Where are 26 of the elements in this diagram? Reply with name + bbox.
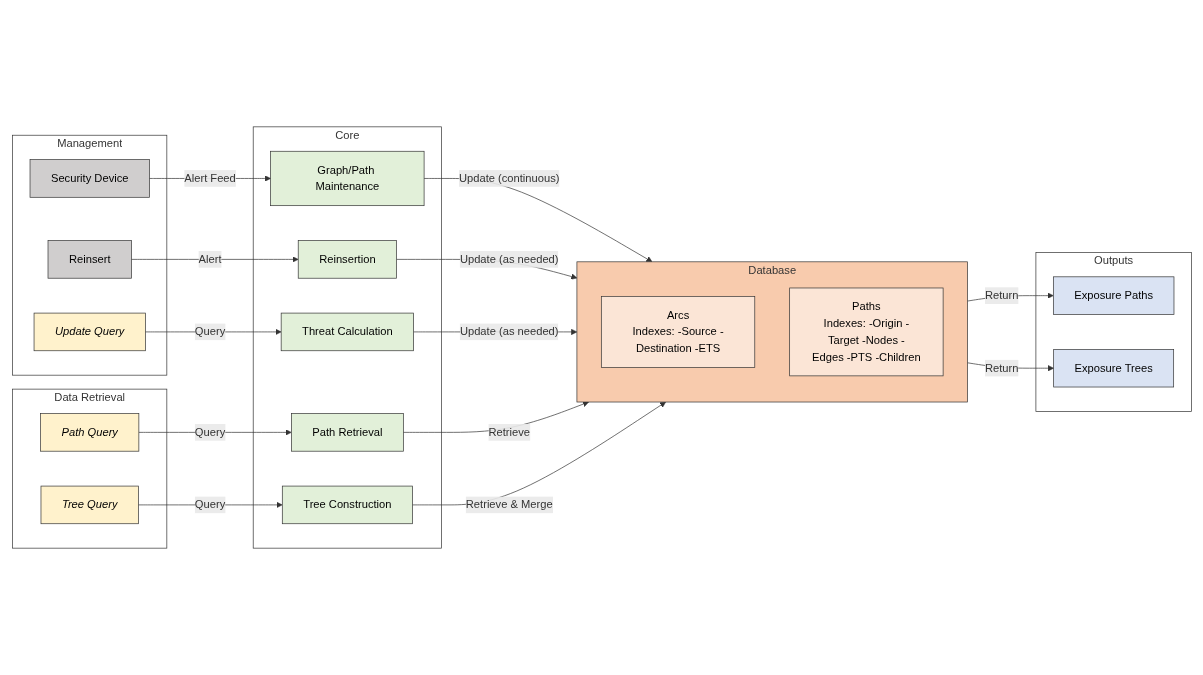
edge-label: Alert Feed [183,172,236,185]
edge-label: Update (as needed) [459,253,559,265]
node-box: Security Device [29,159,150,198]
node-box: Path Query [39,413,139,452]
edge-label: Alert [198,253,221,265]
node-box: Update Query [33,312,146,352]
node-box: Path Retrieval [290,413,404,452]
node-box: Reinsertion [297,240,397,279]
node-box: Exposure Paths [1052,276,1174,315]
node-box: Tree Construction [281,485,413,525]
node-box: Threat Calculation [280,312,414,352]
edge-label: Retrieve [487,426,530,438]
edge-label: Return [984,361,1018,374]
edge-label: Update (as needed) [459,325,559,338]
edge-label: Retrieve & Merge [465,498,553,511]
edge-label: Query [194,325,225,338]
node-box: Tree Query [40,485,139,525]
node-box: Reinsert [47,240,132,279]
edge-label: Query [194,426,225,438]
node-box: Graph/Path Maintenance [269,150,424,206]
node-box: Paths Indexes: -Origin -Target -Nodes -Edges -PTS -Children [788,287,943,377]
edge-label: Update (continuous) [458,172,559,185]
node-box: Exposure Trees [1052,349,1174,388]
edge-label: Query [194,498,225,511]
edge-label: Return [984,289,1018,302]
node-box: Arcs Indexes: -Source -Destination -ETS [600,296,755,368]
